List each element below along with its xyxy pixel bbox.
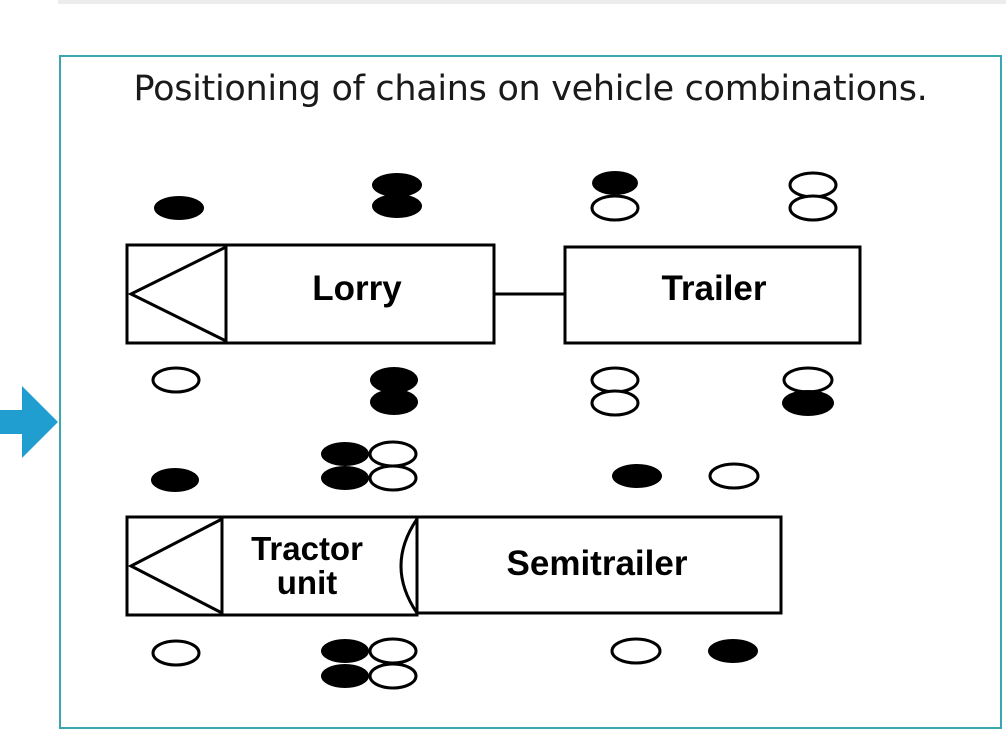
wheel-unchained	[590, 389, 640, 417]
wheel-chained	[612, 464, 662, 488]
wheel-chained	[151, 468, 199, 492]
tractor-unit: Tractor unit	[125, 515, 419, 617]
wheel-chained	[370, 367, 418, 393]
wheel-chained	[372, 173, 422, 197]
arrow-right-icon	[0, 386, 58, 458]
wheel-chained	[370, 389, 418, 415]
wheel-chained	[708, 639, 758, 663]
wheel-chained	[321, 664, 369, 688]
semitrailer-label: Semitrailer	[507, 544, 688, 583]
wheel-chained	[321, 466, 369, 490]
wheel-chained	[372, 194, 422, 218]
wheel-unchained	[368, 440, 418, 468]
wheel-unchained	[788, 194, 838, 222]
wheel-unchained	[368, 637, 418, 665]
wheel-unchained	[782, 366, 834, 394]
semitrailer: Semitrailer	[415, 515, 783, 615]
wheel-chained	[321, 639, 369, 663]
tractor-label-line1: Tractor	[251, 530, 363, 567]
top-divider	[58, 0, 1006, 4]
lorry: Lorry	[125, 243, 496, 345]
wheel-unchained	[590, 194, 640, 222]
wheel-unchained	[151, 639, 201, 667]
wheel-unchained	[590, 366, 640, 394]
trailer-label: Trailer	[661, 269, 766, 308]
wheel-chained	[782, 390, 834, 416]
wheel-unchained	[368, 464, 418, 492]
wheel-unchained	[788, 171, 838, 199]
lorry-label: Lorry	[312, 269, 402, 308]
wheel-chained	[592, 171, 638, 195]
wheel-unchained	[151, 366, 201, 394]
wheel-chained	[154, 196, 204, 220]
wheel-unchained	[708, 462, 760, 490]
diagram-title: Positioning of chains on vehicle combina…	[133, 69, 928, 109]
wheel-chained	[321, 442, 369, 466]
wheel-unchained	[368, 662, 418, 690]
trailer: Trailer	[563, 245, 862, 345]
diagram-frame: Positioning of chains on vehicle combina…	[59, 55, 1002, 729]
tractor-label-line2: unit	[277, 564, 337, 601]
wheel-unchained	[610, 637, 662, 665]
